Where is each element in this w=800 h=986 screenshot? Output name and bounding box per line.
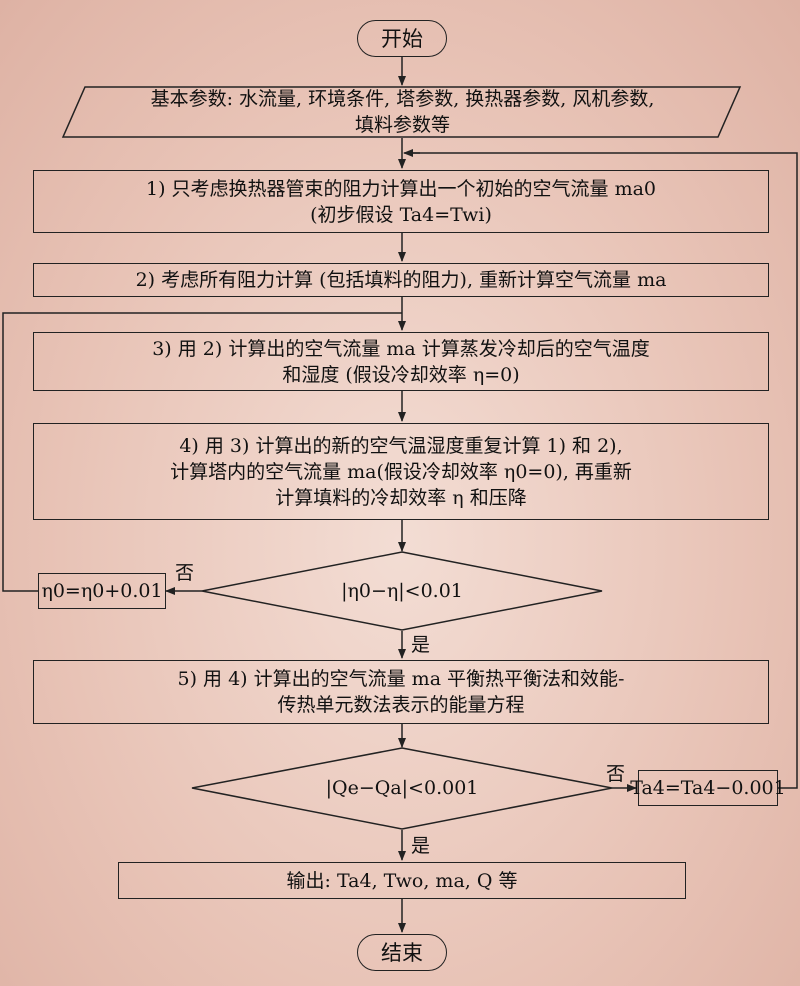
decision2-no-label: 否 <box>606 763 626 785</box>
end-terminal: 结束 <box>357 934 447 971</box>
decision2-condition: |Qe−Qa|<0.001 <box>325 777 479 799</box>
step5-process: 5) 用 4) 计算出的空气流量 ma 平衡热平衡法和效能- 传热单元数法表示的… <box>33 660 769 724</box>
start-label: 开始 <box>381 26 423 51</box>
end-label: 结束 <box>381 940 423 965</box>
decision1-diamond <box>201 551 603 631</box>
output-box: 输出: Ta4, Two, ma, Q 等 <box>118 862 686 899</box>
step3-process: 3) 用 2) 计算出的空气流量 ma 计算蒸发冷却后的空气温度 和湿度 (假设… <box>33 332 769 391</box>
decision1-no-label: 否 <box>175 562 195 584</box>
decision1-condition: |η0−η|<0.01 <box>341 580 463 602</box>
input-block-text: 基本参数: 水流量, 环境条件, 塔参数, 换热器参数, 风机参数, 填料参数等 <box>150 88 655 136</box>
decision2-diamond <box>191 747 613 830</box>
decision1-yes-label: 是 <box>411 634 431 656</box>
update-t-box: Ta4=Ta4−0.001 <box>630 770 786 806</box>
input-parallelogram <box>61 86 742 138</box>
loop-update-t-to-step1 <box>413 152 798 789</box>
loop-update-eta-to-step3 <box>2 312 402 592</box>
decision2-yes-label: 是 <box>411 835 431 857</box>
start-terminal: 开始 <box>357 20 447 57</box>
step4-process: 4) 用 3) 计算出的新的空气温湿度重复计算 1) 和 2), 计算塔内的空气… <box>33 423 769 520</box>
update-eta-box: η0=η0+0.01 <box>38 573 166 609</box>
step1-process: 1) 只考虑换热器管束的阻力计算出一个初始的空气流量 ma0 (初步假设 Ta4… <box>33 170 769 233</box>
step2-process: 2) 考虑所有阻力计算 (包括填料的阻力), 重新计算空气流量 ma <box>33 263 769 297</box>
